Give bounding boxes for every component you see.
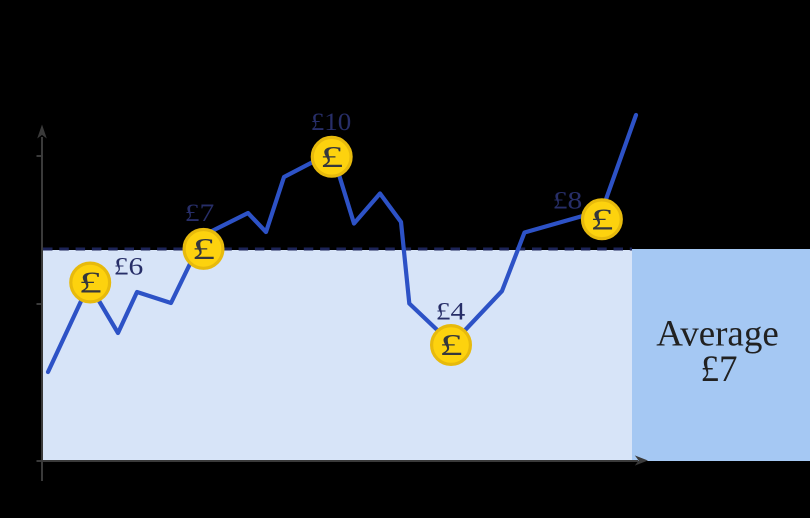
svg-text:£4: £4 <box>436 298 466 325</box>
svg-text:£: £ <box>192 231 215 266</box>
svg-text:£7: £7 <box>185 199 214 226</box>
svg-text:£: £ <box>320 139 343 174</box>
svg-text:£: £ <box>590 202 613 237</box>
svg-text:£10: £10 <box>311 108 351 136</box>
svg-text:£8: £8 <box>553 187 582 214</box>
svg-text:£7: £7 <box>701 349 738 390</box>
svg-text:£6: £6 <box>114 253 143 280</box>
svg-text:£: £ <box>439 328 462 363</box>
svg-text:£: £ <box>79 265 102 300</box>
svg-text:Average: Average <box>656 314 779 355</box>
